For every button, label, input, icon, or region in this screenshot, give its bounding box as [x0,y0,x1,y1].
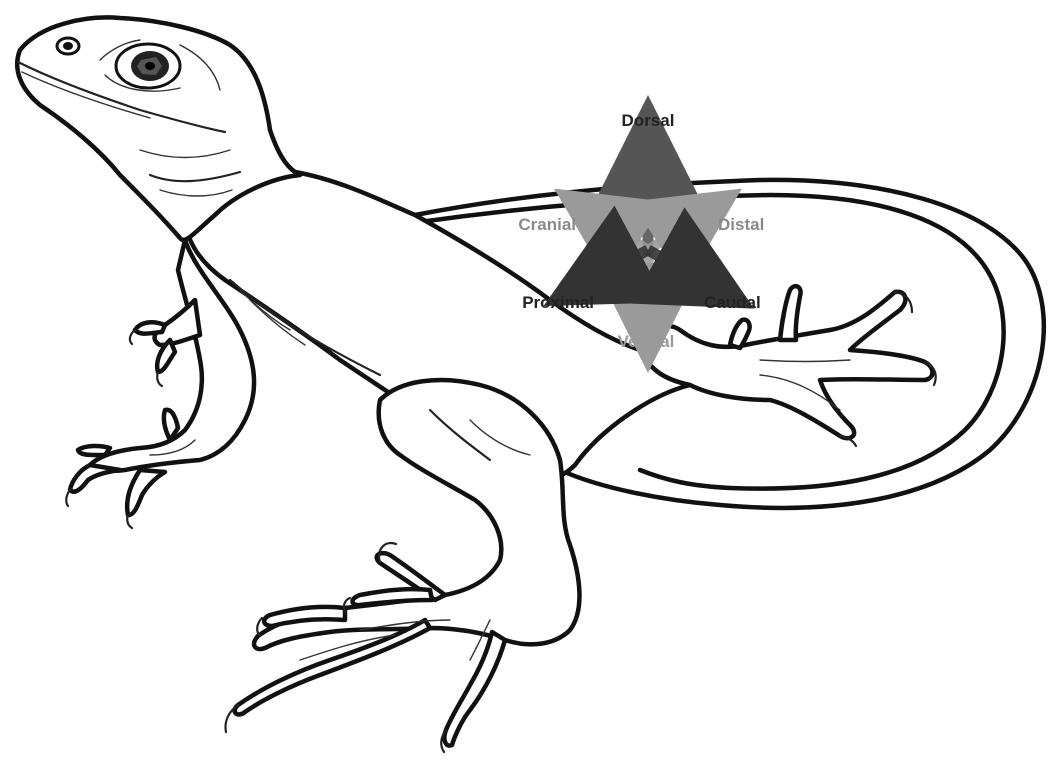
cranial-label: Cranial [518,215,576,234]
distal-arrow [648,216,700,250]
rear-far-toe-upper [780,286,801,340]
caudal-arrow [648,250,706,282]
front-near-toe-2 [127,470,165,515]
proximal-arrow [592,250,648,280]
front-near-toe-3 [78,446,110,455]
lizard-illustration [17,17,1044,752]
ventral-label: Ventral [618,332,675,351]
caudal-label: Caudal [704,293,761,312]
eye-icon [116,44,180,88]
front-near-toe-1 [70,465,120,492]
rear-far-foot [640,286,936,446]
front-far-leg [130,300,200,386]
dorsal-label: Dorsal [622,111,675,130]
proximal-label: Proximal [522,293,594,312]
rear-near-toe-2 [444,632,505,746]
front-far-toe-1 [135,322,165,333]
distal-label: Distal [718,215,764,234]
cranial-arrow [596,216,648,250]
rear-near-leg [226,380,580,752]
